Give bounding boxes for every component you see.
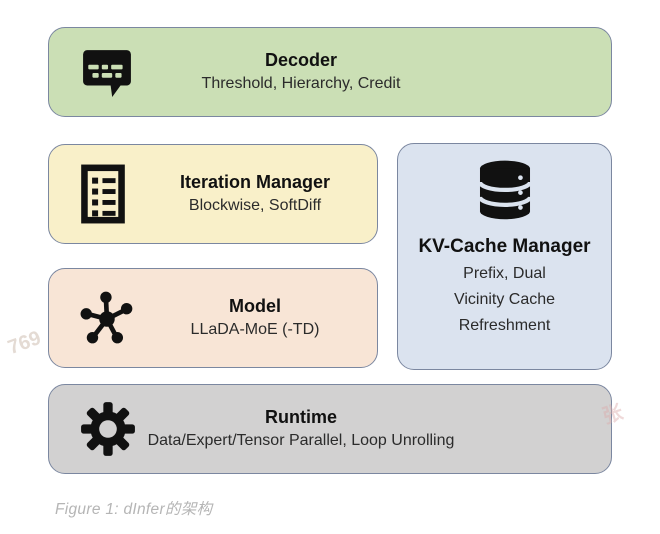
decoder-box: Decoder Threshold, Hierarchy, Credit xyxy=(48,27,612,117)
runtime-text: Runtime Data/Expert/Tensor Parallel, Loo… xyxy=(119,406,483,452)
model-text: Model LLaDA-MoE (-TD) xyxy=(141,295,369,341)
iteration-manager-text: Iteration Manager Blockwise, SoftDiff xyxy=(141,171,369,217)
watermark-fragment-left: 769 xyxy=(5,326,44,360)
decoder-text: Decoder Threshold, Hierarchy, Credit xyxy=(119,49,483,95)
kv-cache-manager-subtitle: Prefix, Dual Vicinity Cache Refreshment xyxy=(454,261,555,339)
database-icon xyxy=(475,158,535,224)
model-subtitle: LLaDA-MoE (-TD) xyxy=(190,321,320,339)
kv-subtitle-line-3: Refreshment xyxy=(458,316,551,334)
runtime-box: Runtime Data/Expert/Tensor Parallel, Loo… xyxy=(48,384,612,474)
model-box: Model LLaDA-MoE (-TD) xyxy=(48,268,378,368)
kv-subtitle-line-2: Vicinity Cache xyxy=(453,290,556,308)
checklist-icon xyxy=(79,163,127,225)
decoder-subtitle: Threshold, Hierarchy, Credit xyxy=(201,75,401,93)
iteration-manager-title: Iteration Manager xyxy=(179,171,331,192)
network-icon xyxy=(79,289,137,347)
model-title: Model xyxy=(229,295,281,316)
gear-icon xyxy=(79,400,137,458)
decoder-title: Decoder xyxy=(264,49,338,70)
chat-bubble-icon xyxy=(79,46,135,98)
kv-cache-manager-box: KV-Cache Manager Prefix, Dual Vicinity C… xyxy=(397,143,612,370)
runtime-subtitle: Data/Expert/Tensor Parallel, Loop Unroll… xyxy=(147,432,455,450)
iteration-manager-subtitle: Blockwise, SoftDiff xyxy=(188,197,322,215)
runtime-title: Runtime xyxy=(265,406,337,427)
iteration-manager-box: Iteration Manager Blockwise, SoftDiff xyxy=(48,144,378,244)
kv-cache-manager-title: KV-Cache Manager xyxy=(418,236,591,257)
figure-caption: Figure 1: dInfer的架构 xyxy=(55,501,213,518)
kv-subtitle-line-1: Prefix, Dual xyxy=(463,265,546,282)
